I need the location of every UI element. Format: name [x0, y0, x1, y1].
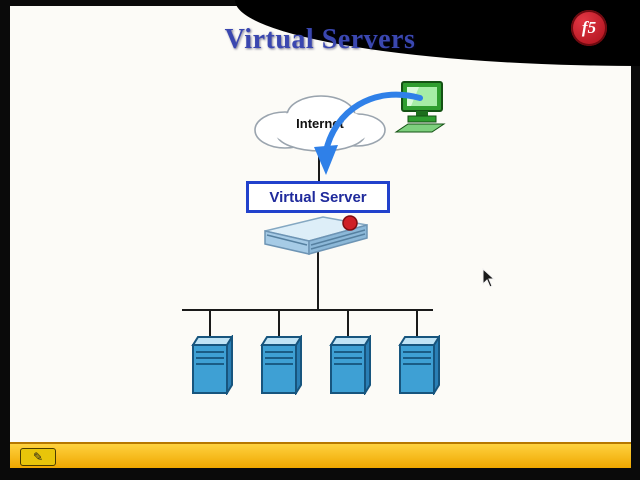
f5-logo-text: f5: [581, 18, 597, 37]
server-drop-line: [416, 309, 418, 336]
curved-arrow-icon: [295, 85, 435, 190]
server-drop-line: [347, 309, 349, 336]
pencil-icon: ✎: [32, 450, 44, 464]
network-bus-line: [182, 309, 433, 311]
mouse-cursor: [482, 267, 496, 293]
connector-line-vs-to-bus: [317, 252, 319, 310]
server-tower-icon: [256, 333, 303, 400]
annotation-pen-button[interactable]: ✎: [20, 448, 56, 466]
bottom-bar: ✎: [10, 442, 631, 468]
server-tower-icon: [187, 333, 234, 400]
server-tower-icon: [325, 333, 372, 400]
virtual-server-box: Virtual Server: [246, 181, 390, 213]
server-tower-icon: [394, 333, 441, 400]
server-drop-line: [209, 309, 211, 336]
slide-title: Virtual Servers: [224, 24, 416, 55]
connector-line-cloud-to-vs: [318, 152, 320, 184]
bigip-appliance-icon: [257, 209, 375, 260]
f5-logo: f5: [571, 10, 607, 46]
server-drop-line: [278, 309, 280, 336]
internet-label: Internet: [296, 116, 344, 131]
cloud-icon: [243, 88, 397, 162]
virtual-server-label: Virtual Server: [269, 188, 367, 206]
